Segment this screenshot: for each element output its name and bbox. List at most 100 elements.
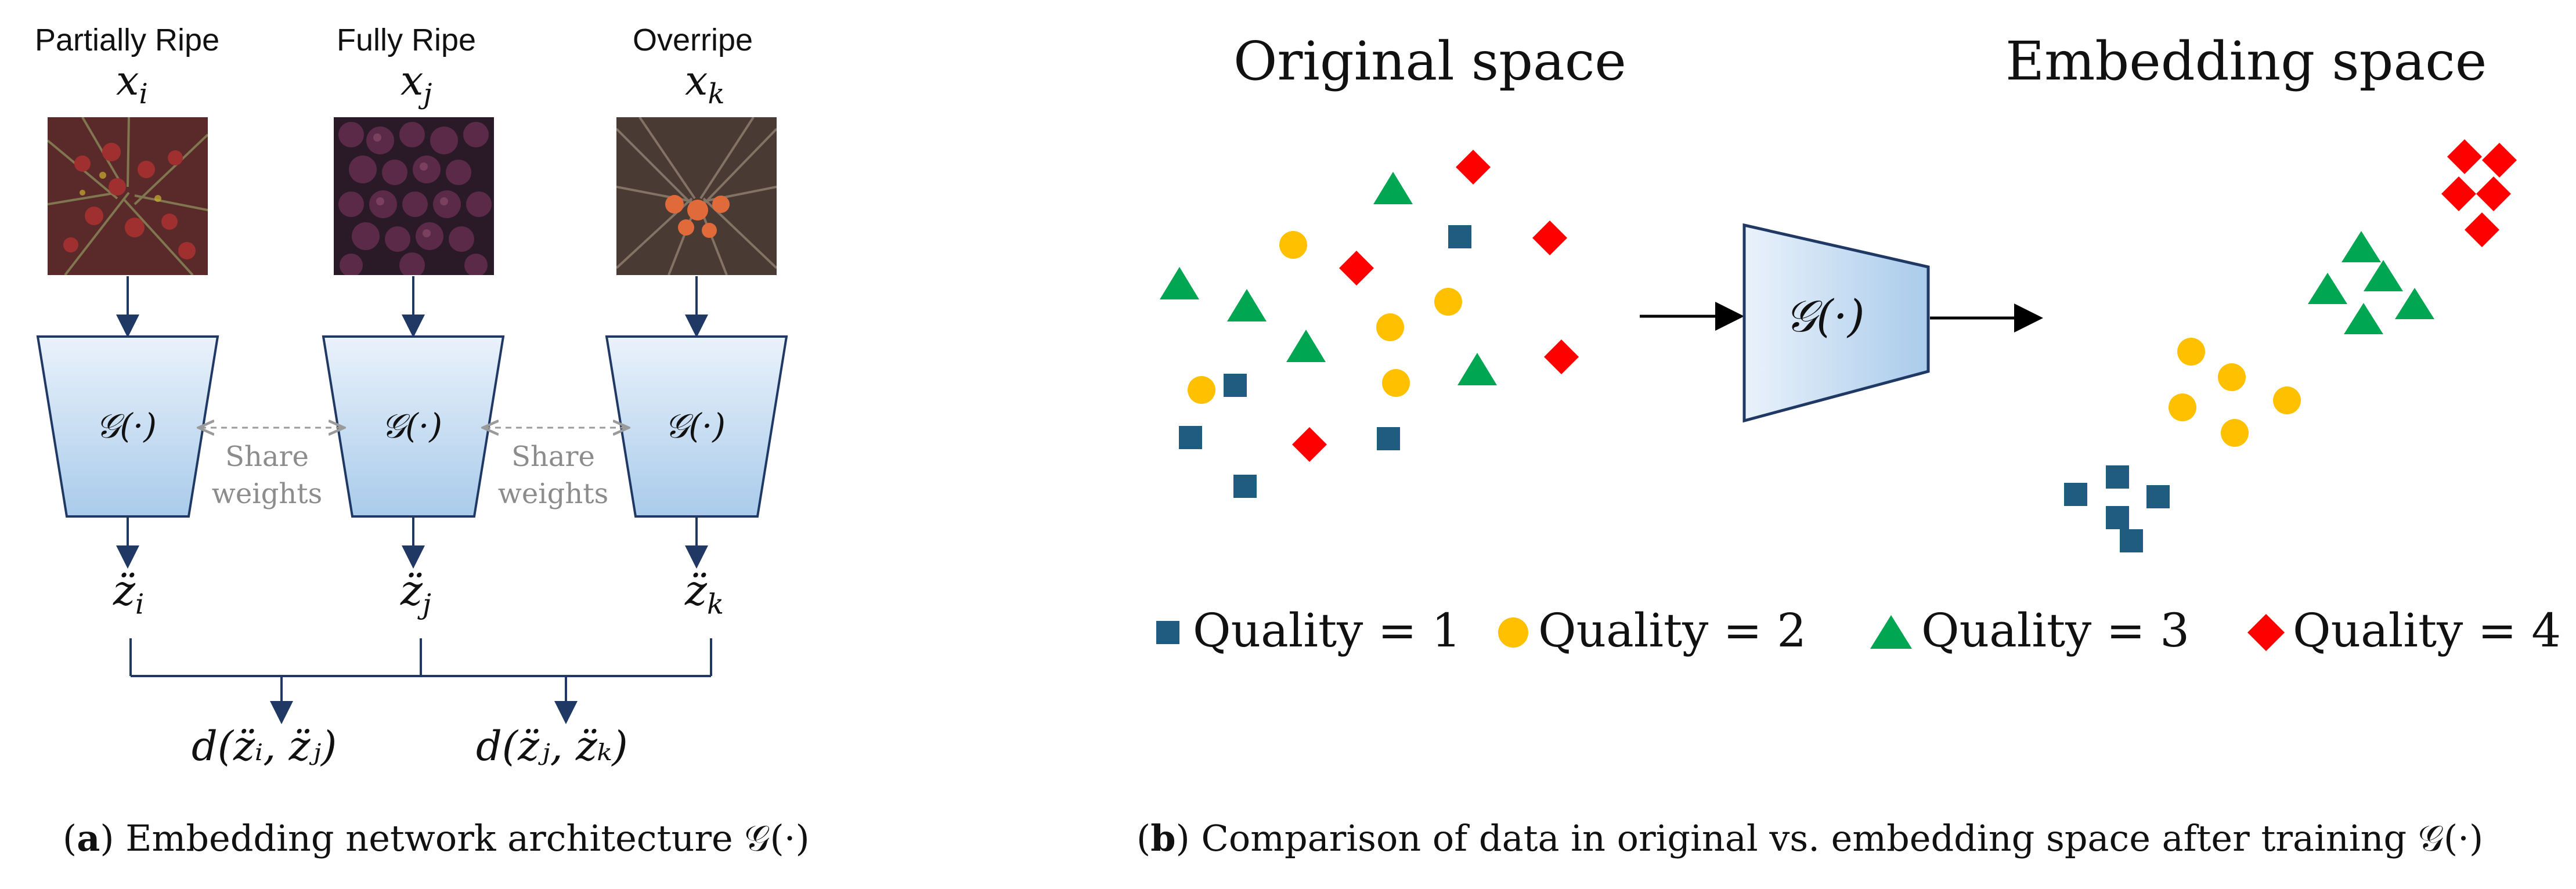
orig-q4-point — [1456, 150, 1491, 185]
emb-q4-point — [2441, 176, 2476, 211]
share-weights-left-line2: weights — [211, 478, 323, 510]
emb-q2-point — [2177, 338, 2205, 366]
input-label-fully-ripe: Fully Ripe — [337, 23, 477, 57]
orig-q3-point — [1286, 330, 1326, 362]
orig-q2-point — [1188, 376, 1215, 404]
legend-triangle-icon — [1870, 615, 1912, 649]
share-weights-label-right: Share weights — [486, 438, 620, 512]
caption-a-text: Embedding network architecture 𝒢(·) — [125, 817, 810, 859]
emb-q4-point — [2465, 212, 2499, 247]
input-var-i-sub: i — [139, 78, 148, 110]
emb-q4-point — [2476, 176, 2511, 211]
emb-q3-point — [2308, 273, 2347, 304]
emb-q3-point — [2342, 231, 2381, 262]
input-var-j-base: x — [401, 57, 424, 104]
orig-q2-point — [1434, 288, 1462, 316]
emb-q3-point — [2364, 260, 2403, 291]
emb-q1-point — [2120, 529, 2143, 552]
caption-a: (a) Embedding network architecture 𝒢(·) — [63, 817, 810, 859]
orig-q3-point — [1457, 353, 1497, 385]
output-var-j: z̈j — [401, 566, 431, 620]
orig-q2-point — [1376, 313, 1404, 341]
orig-q2-point — [1382, 369, 1410, 397]
input-var-i-base: x — [116, 57, 139, 104]
share-weights-left-line1: Share — [225, 440, 309, 473]
emb-q2-point — [2221, 419, 2249, 447]
combine-bracket — [129, 638, 712, 677]
encoder-block-b — [1742, 223, 1930, 423]
output-var-k: z̈k — [685, 566, 724, 620]
orig-q3-point — [1373, 172, 1413, 204]
overripe-fruit-photo — [616, 117, 777, 275]
caption-b: (b) Comparison of data in original vs. e… — [1137, 817, 2484, 859]
orig-q4-point — [1544, 339, 1579, 374]
orig-q3-point — [1160, 267, 1199, 299]
orig-q4-point — [1339, 251, 1374, 286]
input-var-j: xj — [401, 57, 432, 110]
emb-q4-point — [2447, 139, 2482, 174]
caption-a-tag: a — [77, 817, 100, 859]
legend-label-quality-1: Quality = 1 — [1193, 603, 1462, 657]
output-var-k-sub: k — [706, 588, 724, 621]
output-var-k-base: z̈ — [685, 566, 707, 615]
orig-q3-point — [1227, 289, 1267, 321]
emb-q2-point — [2169, 393, 2196, 421]
orig-q2-point — [1279, 231, 1307, 259]
legend-markers — [1156, 614, 2285, 651]
emb-q4-point — [2482, 143, 2517, 178]
original-space-points — [1160, 150, 1579, 498]
emb-q1-point — [2064, 483, 2087, 506]
embedding-space-points — [2064, 139, 2517, 552]
output-var-j-sub: j — [422, 588, 431, 621]
input-label-partially-ripe: Partially Ripe — [35, 23, 220, 57]
output-var-j-base: z̈ — [401, 566, 423, 615]
share-weights-label-left: Share weights — [200, 438, 334, 512]
emb-q1-point — [2106, 506, 2129, 529]
legend-label-quality-3: Quality = 3 — [1921, 603, 2190, 657]
legend-label-quality-4: Quality = 4 — [2293, 603, 2561, 657]
output-var-i: z̈i — [113, 566, 144, 620]
emb-q3-point — [2344, 303, 2383, 334]
distance-ij: d(z̈ᵢ, z̈ⱼ) — [192, 722, 337, 770]
emb-q1-point — [2106, 465, 2129, 489]
orig-q4-point — [1292, 427, 1327, 462]
distance-jk: d(z̈ⱼ, z̈ₖ) — [476, 722, 628, 770]
caption-b-text: Comparison of data in original vs. embed… — [1201, 817, 2484, 859]
encoder-block-k — [605, 335, 788, 518]
emb-q2-point — [2273, 386, 2301, 414]
orig-q4-point — [1532, 221, 1567, 255]
input-var-j-sub: j — [423, 78, 432, 110]
output-var-i-sub: i — [135, 588, 145, 621]
encoder-label-k: 𝒢(·) — [665, 406, 726, 446]
legend-square-icon — [1156, 621, 1179, 644]
input-var-k: xk — [685, 57, 725, 110]
partially-ripe-fruit-photo — [48, 117, 208, 275]
orig-q1-point — [1377, 427, 1400, 450]
caption-b-tag: b — [1150, 817, 1176, 859]
panel-b-diagram — [1156, 139, 2517, 651]
encoder-label-i: 𝒢(·) — [96, 406, 157, 446]
input-var-k-base: x — [685, 57, 708, 104]
input-var-i: xi — [116, 57, 148, 110]
orig-q1-point — [1179, 426, 1202, 449]
input-label-overripe: Overripe — [633, 23, 753, 57]
legend-diamond-icon — [2247, 614, 2285, 651]
title-original-space: Original space — [1233, 30, 1626, 92]
encoder-block-i — [36, 335, 219, 518]
output-var-i-base: z̈ — [113, 566, 135, 615]
emb-q2-point — [2218, 363, 2246, 391]
legend-circle-icon — [1498, 617, 1528, 648]
legend-label-quality-2: Quality = 2 — [1538, 603, 1807, 657]
share-weights-right-line2: weights — [497, 478, 609, 510]
orig-q1-point — [1224, 374, 1247, 397]
panel-a-diagram — [36, 276, 788, 724]
orig-q1-point — [1233, 475, 1257, 498]
emb-q3-point — [2395, 288, 2434, 319]
input-var-k-sub: k — [708, 78, 725, 110]
encoder-label-b: 𝒢(·) — [1785, 290, 1865, 342]
encoder-block-j — [322, 335, 505, 518]
fully-ripe-fruit-photo — [334, 117, 494, 275]
title-embedding-space: Embedding space — [2005, 30, 2487, 92]
share-weights-right-line1: Share — [511, 440, 595, 473]
